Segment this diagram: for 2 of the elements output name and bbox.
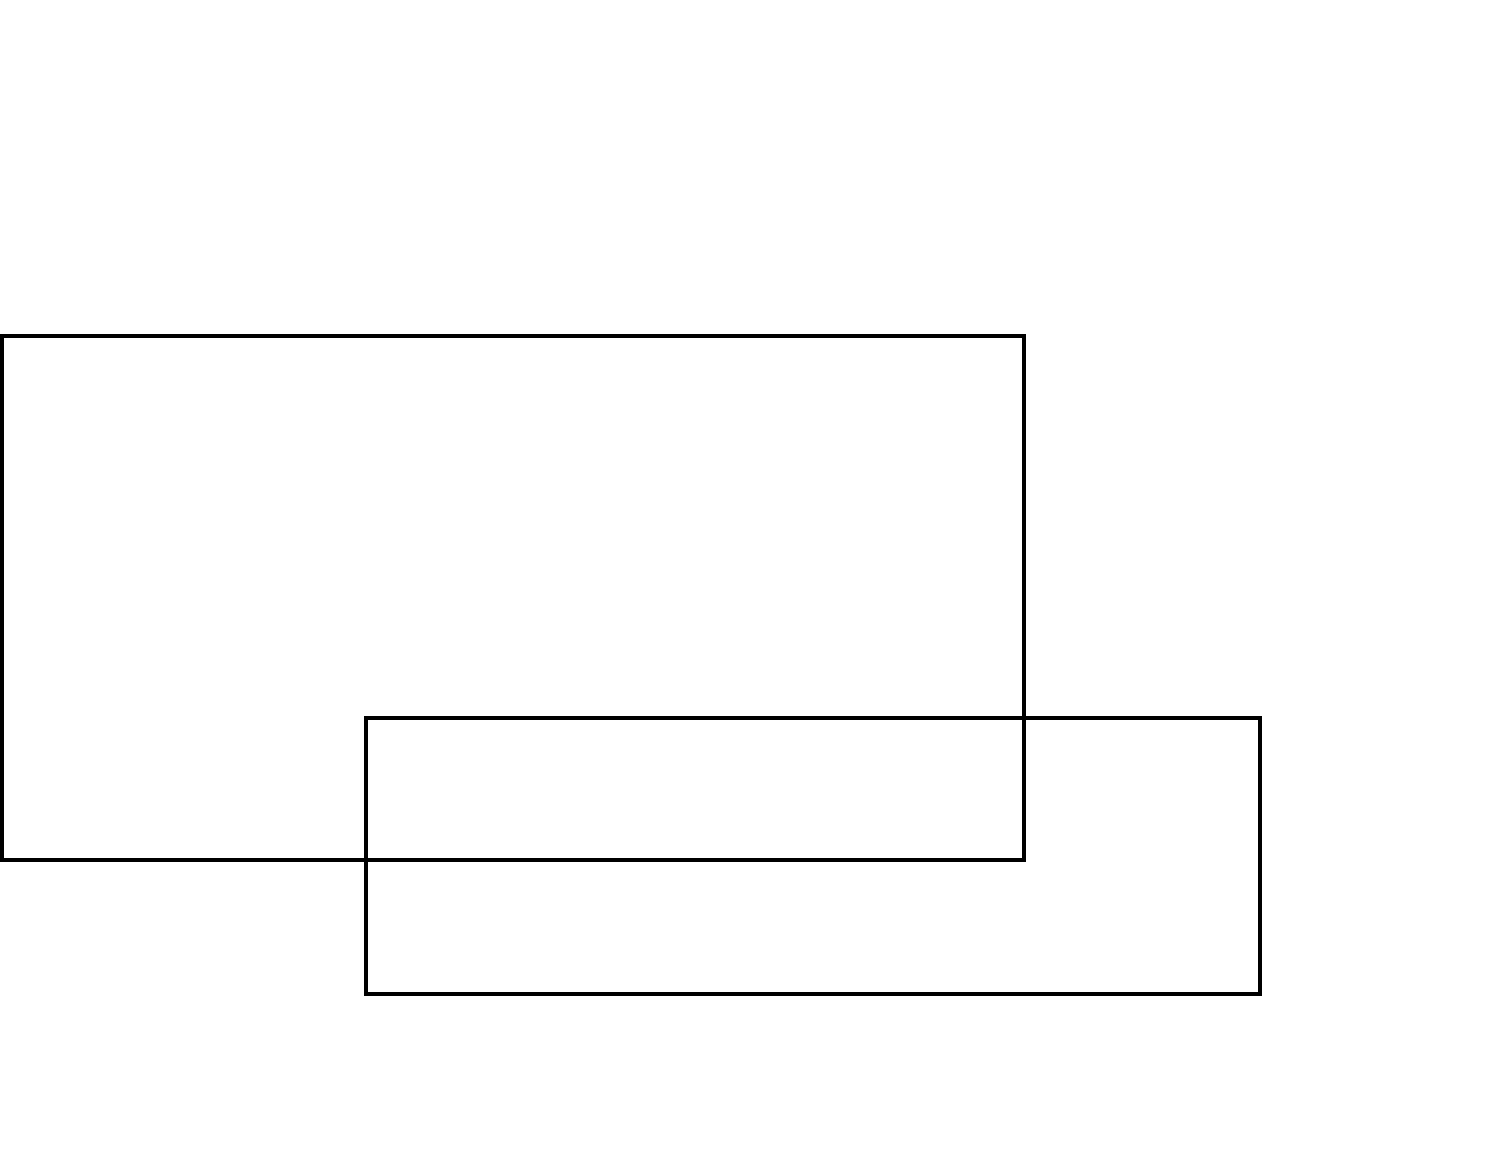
rectangle-outline <box>0 334 1026 862</box>
rectangle-outline <box>364 716 1262 996</box>
